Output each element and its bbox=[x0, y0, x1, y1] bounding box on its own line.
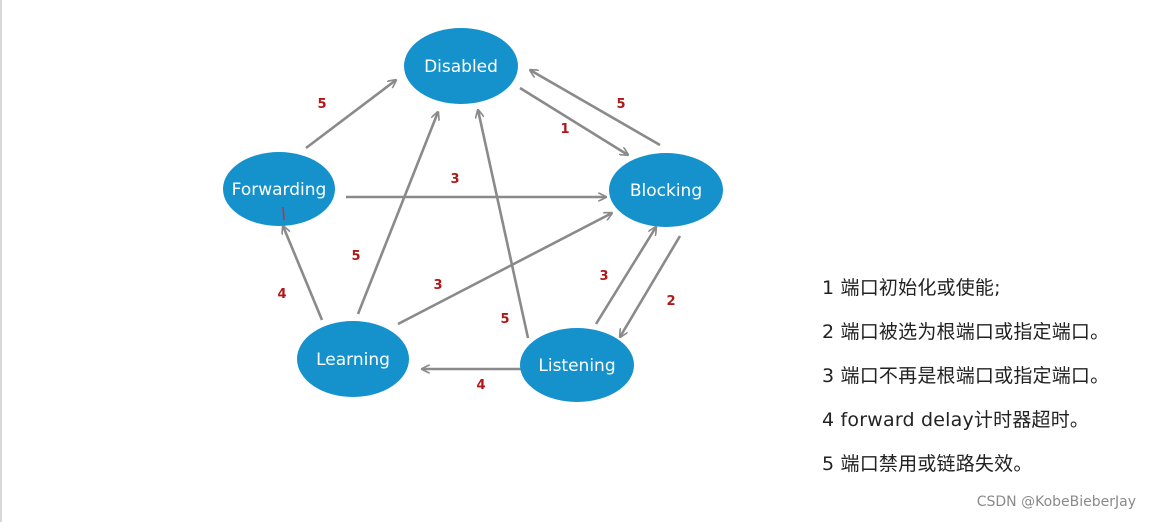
edge-label-forwarding-blocking: 3 bbox=[450, 172, 459, 187]
left-border bbox=[0, 0, 2, 522]
watermark: CSDN @KobeBieberJay bbox=[976, 494, 1136, 510]
legend: 1 端口初始化或使能; 2 端口被选为根端口或指定端口。 3 端口不再是根端口或… bbox=[822, 266, 1142, 486]
state-nodes: Disabled Blocking Listening Learning For… bbox=[223, 28, 723, 402]
edge-label-forwarding-disabled: 5 bbox=[317, 97, 326, 112]
arrow-listening-to-disabled bbox=[478, 110, 530, 339]
arrow-learning-to-forwarding bbox=[283, 226, 324, 321]
arrow-blocking-to-listening bbox=[620, 235, 682, 337]
edge-label-learning-forwarding: 4 bbox=[277, 287, 286, 302]
node-label-forwarding: Forwarding bbox=[232, 180, 327, 200]
edge-label-listening-learning: 4 bbox=[476, 378, 485, 393]
node-learning bbox=[297, 321, 409, 397]
arrow-disabled-to-blocking bbox=[519, 86, 628, 155]
node-label-blocking: Blocking bbox=[630, 181, 702, 201]
node-blocking bbox=[609, 153, 723, 227]
node-listening bbox=[520, 328, 634, 402]
legend-item-2: 2 端口被选为根端口或指定端口。 bbox=[822, 321, 1110, 343]
edge-label-blocking-listening: 2 bbox=[666, 294, 675, 309]
edge-label-learning-disabled: 5 bbox=[351, 249, 360, 264]
node-label-listening: Listening bbox=[538, 356, 615, 376]
transition-labels: 5 1 5 3 5 3 4 5 3 2 4 bbox=[277, 97, 675, 393]
transition-arrows bbox=[283, 70, 682, 369]
edge-label-listening-disabled: 5 bbox=[500, 312, 509, 327]
node-label-disabled: Disabled bbox=[424, 57, 498, 77]
arrow-tips-over-nodes bbox=[282, 206, 285, 221]
node-disabled bbox=[404, 28, 518, 104]
legend-item-5: 5 端口禁用或链路失效。 bbox=[822, 453, 1033, 475]
node-label-learning: Learning bbox=[316, 350, 390, 370]
legend-item-4: 4 forward delay计时器超时。 bbox=[822, 409, 1090, 431]
legend-item-1: 1 端口初始化或使能; bbox=[822, 277, 1001, 299]
arrow-listening-to-blocking bbox=[594, 227, 656, 325]
edge-label-disabled-blocking: 1 bbox=[560, 122, 569, 137]
arrow-blocking-to-disabled bbox=[530, 70, 661, 147]
edge-label-blocking-disabled: 5 bbox=[616, 97, 625, 112]
arrow-tip-into-forwarding bbox=[282, 206, 285, 221]
edge-label-learning-blocking: 3 bbox=[433, 278, 442, 293]
edge-label-listening-blocking: 3 bbox=[599, 269, 608, 284]
legend-item-3: 3 端口不再是根端口或指定端口。 bbox=[822, 365, 1110, 387]
node-forwarding bbox=[223, 152, 335, 226]
arrow-learning-to-disabled bbox=[356, 112, 438, 315]
arrow-forwarding-to-disabled bbox=[305, 80, 396, 150]
arrow-learning-to-blocking bbox=[397, 213, 612, 326]
